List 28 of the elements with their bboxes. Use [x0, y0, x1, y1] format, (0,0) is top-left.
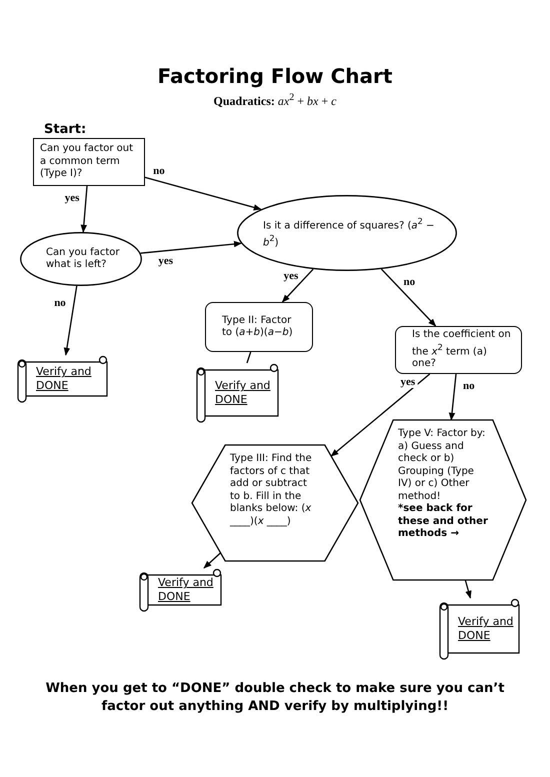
start-heading: Start:	[44, 122, 86, 137]
node-text: *see back for these and other methods →	[398, 503, 488, 540]
decision-ellipse	[20, 232, 142, 286]
arrow	[203, 552, 221, 569]
decision-ellipse	[237, 195, 457, 271]
arrow	[380, 268, 436, 327]
node-text: Type V: Factor by: a) Guess and check or b) Grouping (Type IV) or c) Other method!	[398, 428, 486, 503]
arrow	[80, 186, 88, 233]
arrow	[140, 240, 242, 254]
hexagon-box	[192, 445, 358, 561]
node-text: Is it a difference of squares? (a$^{2}$ − b$^{2}$)	[263, 216, 436, 250]
rounded-box	[395, 326, 522, 374]
arrow	[330, 374, 430, 457]
arrow	[464, 580, 472, 599]
chart-title: Factoring Flow Chart	[156, 64, 394, 88]
node-text: Is the coefficient on the x$^{2}$ term (a) one?	[412, 329, 511, 371]
node-text: Type II: Factor to (a+b)(a−b)	[222, 314, 294, 340]
node-text: Type III: Find the factors of c that add or subtract to b. Fill in the blanks below: (x ____)(x ____)	[230, 453, 313, 528]
arrow	[64, 286, 78, 356]
rounded-box	[205, 302, 313, 352]
arrow	[144, 176, 262, 210]
arrow	[448, 374, 457, 421]
node-text: Can you factor what is left?	[46, 246, 120, 272]
node-text: Can you factor out a common term (Type I)?	[40, 143, 134, 181]
footer-note: When you get to “DONE” double check to make sure you can’t factor out anything AND verify by multiplying!!	[44, 680, 506, 716]
hexagon-box	[360, 420, 526, 580]
arrow	[282, 268, 314, 303]
subtitle: Quadratics: ax$^{2}$ + bx + c	[212, 92, 338, 109]
